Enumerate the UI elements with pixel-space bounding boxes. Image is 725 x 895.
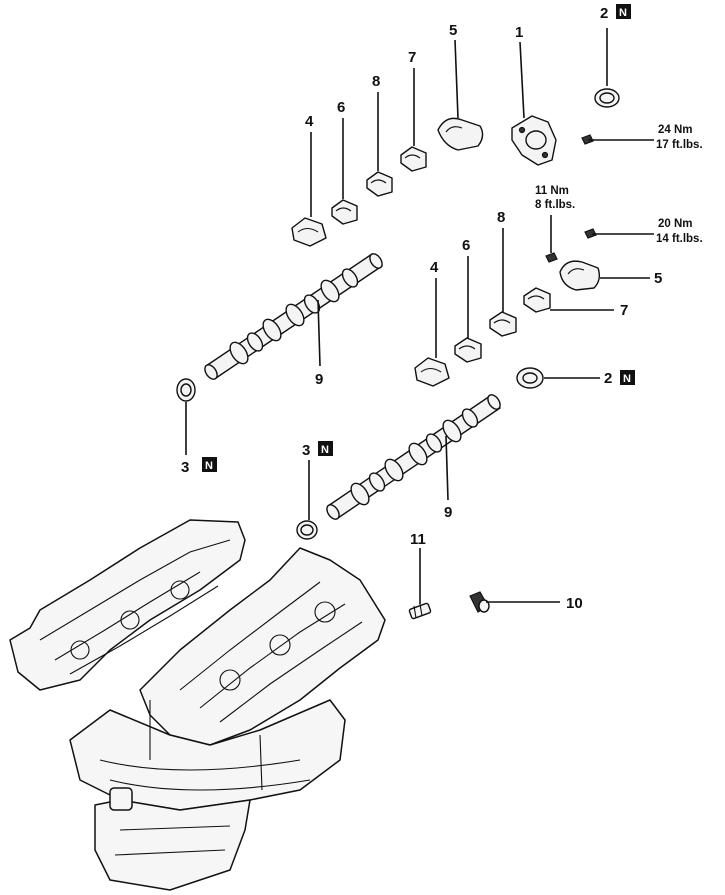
callout-3-mid: 3 <box>302 442 310 459</box>
plug-11 <box>408 602 432 620</box>
callout-11-low: 11 <box>410 531 426 548</box>
callout-7-low: 7 <box>620 302 628 319</box>
bolt-24nm <box>581 134 654 145</box>
bearing-cap-7-low <box>523 287 551 313</box>
bearing-cap-5-top <box>437 117 484 151</box>
oil-seal-mid <box>516 367 544 389</box>
bearing-cap-4-low <box>414 357 450 387</box>
torque-24-nm: 24 Nm <box>658 124 693 136</box>
bearing-cap-6-top <box>331 199 358 225</box>
callout-8-low: 8 <box>497 209 505 226</box>
bolt-11nm <box>545 215 558 263</box>
torque-20-nm: 20 Nm <box>658 218 693 230</box>
callout-2-top: 2 <box>600 5 608 22</box>
camshaft-lower <box>326 394 501 520</box>
callout-8-top: 8 <box>372 73 380 90</box>
new-part-marker-left: N <box>202 457 217 472</box>
callout-5-top: 5 <box>449 22 457 39</box>
engine-block <box>9 519 386 891</box>
torque-20-ft: 14 ft.lbs. <box>656 233 703 245</box>
new-part-marker-mid-left: N <box>318 441 333 456</box>
new-part-marker-left-text: N <box>205 460 213 472</box>
callout-6-top: 6 <box>337 99 345 116</box>
torque-11-nm: 11 Nm <box>535 185 569 197</box>
plug-10 <box>469 591 490 613</box>
callout-3-left: 3 <box>181 459 189 476</box>
new-part-marker-mid-left-text: N <box>321 444 329 456</box>
callout-4-low: 4 <box>430 259 439 276</box>
oil-seal-left <box>176 378 196 402</box>
bearing-cap-6-low <box>454 337 482 363</box>
callout-9-low: 9 <box>444 504 452 521</box>
torque-11-ft: 8 ft.lbs. <box>535 199 575 211</box>
callout-4-top: 4 <box>305 113 314 130</box>
callout-9-top: 9 <box>315 371 323 388</box>
bearing-cap-4-top <box>291 217 327 247</box>
new-part-marker-mid-text: N <box>623 373 631 385</box>
oil-seal-top <box>594 88 620 108</box>
new-part-marker-top: N <box>616 4 631 19</box>
callout-2-mid: 2 <box>604 370 612 387</box>
bearing-cap-5-low <box>559 260 601 291</box>
bearing-cap-8-top <box>366 171 393 197</box>
callout-10: 10 <box>566 595 583 612</box>
bearing-cap-7-top <box>400 146 427 172</box>
torque-24-ft: 17 ft.lbs. <box>656 139 703 151</box>
bolt-20nm <box>584 228 654 239</box>
new-part-marker-mid: N <box>620 370 635 385</box>
camshaft-housing-cap <box>511 115 557 166</box>
callout-6-low: 6 <box>462 237 470 254</box>
callout-5-low: 5 <box>654 270 662 287</box>
oil-seal-mid-left <box>296 520 318 540</box>
callout-1: 1 <box>515 24 523 41</box>
camshaft-upper <box>204 253 383 380</box>
new-part-marker-top-text: N <box>619 7 627 19</box>
callout-7-top: 7 <box>408 49 416 66</box>
bearing-cap-8-low <box>489 311 517 337</box>
